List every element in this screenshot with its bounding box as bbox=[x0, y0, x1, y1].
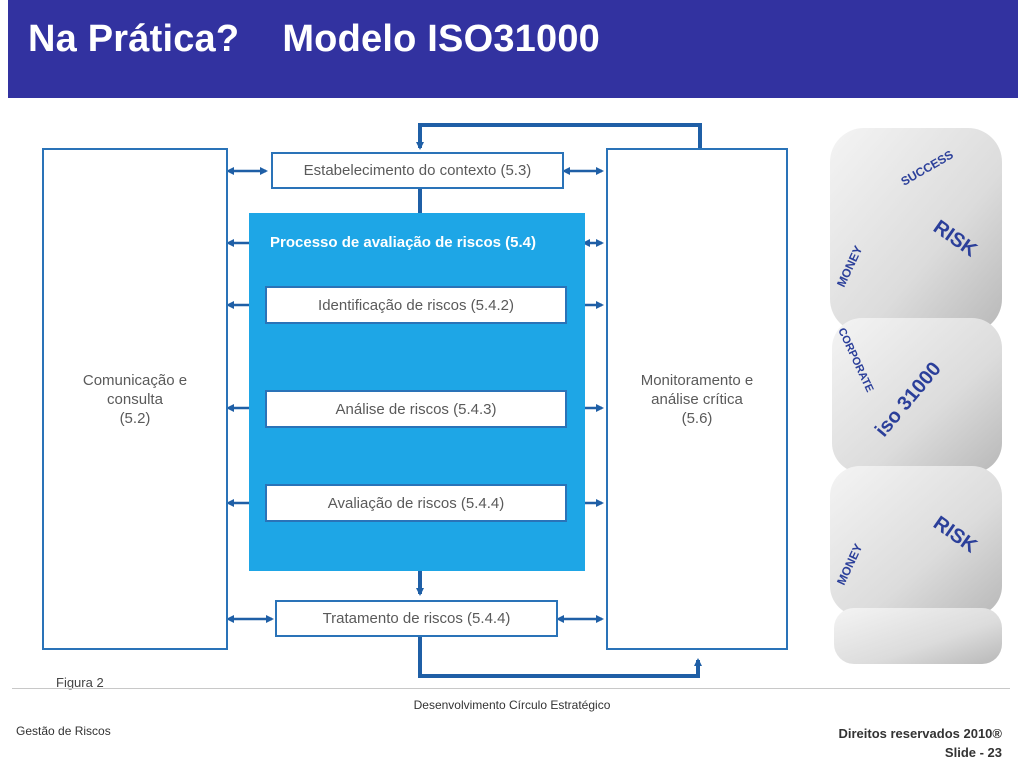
identification-step-box: Identificação de riscos (5.4.2) bbox=[265, 286, 567, 324]
treatment-step-label: Tratamento de riscos (5.4.4) bbox=[322, 610, 511, 627]
footer-center-text: Desenvolvimento Círculo Estratégico bbox=[413, 698, 611, 712]
slide-title: Na Prática? Modelo ISO31000 bbox=[28, 18, 600, 60]
footer-right: Direitos reservados 2010® Slide - 23 bbox=[838, 724, 1002, 762]
die-middle bbox=[832, 318, 1002, 473]
monitoring-box: Monitoramento e análise crítica (5.6) bbox=[606, 148, 788, 650]
evaluation-step-box: Avaliação de riscos (5.4.4) bbox=[265, 484, 567, 522]
figure-caption: Figura 2 bbox=[56, 675, 104, 690]
analysis-step-label: Análise de riscos (5.4.3) bbox=[335, 400, 497, 418]
risk-assessment-title: Processo de avaliação de riscos (5.4) bbox=[270, 234, 536, 251]
context-step-box: Estabelecimento do contexto (5.3) bbox=[271, 152, 564, 189]
treatment-step-box: Tratamento de riscos (5.4.4) bbox=[275, 600, 558, 637]
context-step-label: Estabelecimento do contexto (5.3) bbox=[303, 162, 532, 179]
footer-left-text: Gestão de Riscos bbox=[16, 724, 111, 738]
dice-image: SUCCESS MONEY RISK CORPORATE iso 31000 M… bbox=[826, 108, 1002, 664]
slide-header: Na Prática? Modelo ISO31000 bbox=[8, 0, 1018, 98]
slide-number: Slide - 23 bbox=[944, 745, 1002, 760]
bottom-loop-connector bbox=[418, 636, 702, 678]
evaluation-step-label: Avaliação de riscos (5.4.4) bbox=[327, 494, 505, 512]
communication-box: Comunicação e consulta (5.2) bbox=[42, 148, 228, 650]
footer-rights: Direitos reservados 2010® bbox=[838, 726, 1002, 741]
identification-step-label: Identificação de riscos (5.4.2) bbox=[318, 296, 514, 314]
communication-label: Comunicação e consulta (5.2) bbox=[82, 371, 188, 427]
top-loop-connector bbox=[416, 123, 702, 150]
die-top bbox=[830, 128, 1002, 333]
analysis-step-box: Análise de riscos (5.4.3) bbox=[265, 390, 567, 428]
die-bottom bbox=[830, 466, 1002, 616]
monitoring-label: Monitoramento e análise crítica (5.6) bbox=[640, 371, 754, 427]
die-partial bbox=[834, 608, 1002, 664]
footer-divider bbox=[12, 688, 1010, 689]
